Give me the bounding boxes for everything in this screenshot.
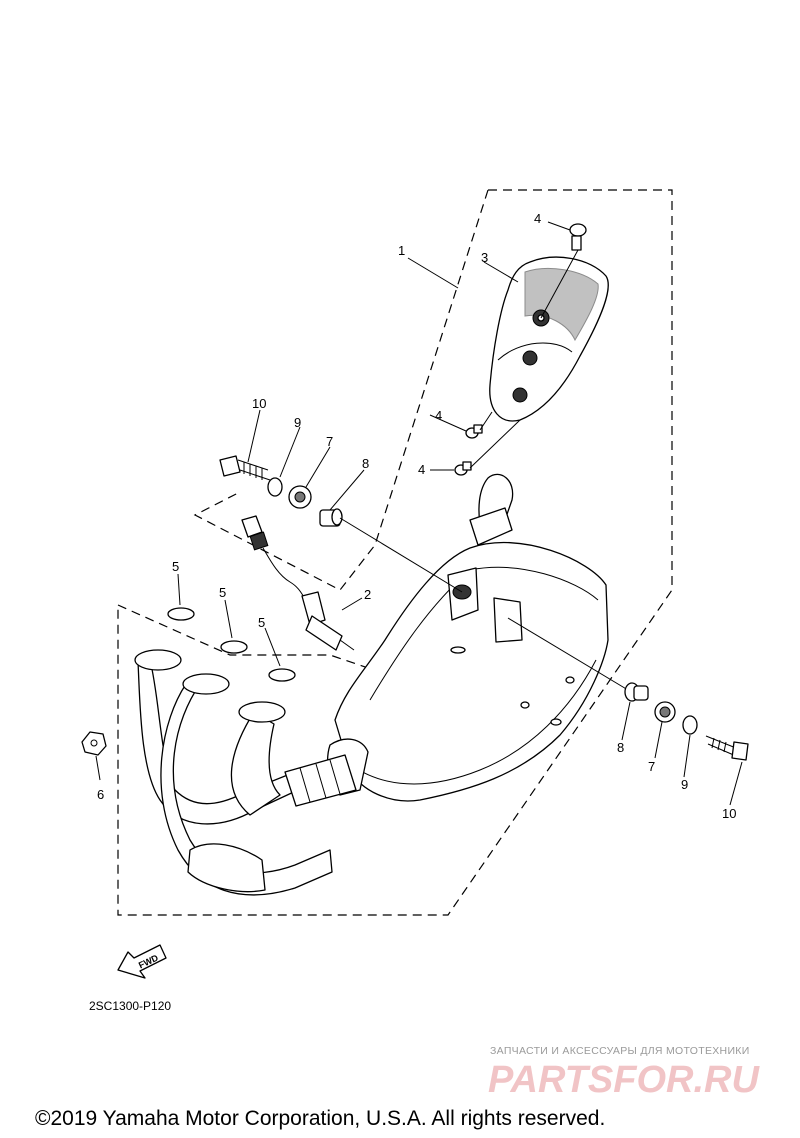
gasket-group-boundary [117, 604, 381, 673]
muffler [327, 473, 609, 802]
exhaust-header-pipes [134, 649, 357, 896]
callout-2: 2 [364, 587, 371, 602]
copyright-notice: ©2019 Yamaha Motor Corporation, U.S.A. A… [35, 1107, 605, 1130]
washer-right [682, 715, 698, 735]
callout-4-top: 4 [534, 211, 541, 226]
screw-lower [454, 461, 472, 476]
assembly-line-right [507, 617, 629, 691]
callout-10-right: 10 [722, 806, 736, 821]
callout-9-left: 9 [294, 415, 301, 430]
diagram-code: 2SC1300-P120 [89, 999, 171, 1013]
washer-left [267, 477, 283, 497]
oxygen-sensor [241, 515, 355, 651]
callout-6: 6 [97, 787, 104, 802]
callout-8-left: 8 [362, 456, 369, 471]
watermark-logo: PARTSFOR.RU [488, 1059, 760, 1101]
callout-9-right: 9 [681, 777, 688, 792]
callout-5-first: 5 [172, 559, 179, 574]
screw-middle [465, 424, 483, 439]
callout-5-second: 5 [219, 585, 226, 600]
callout-1: 1 [398, 243, 405, 258]
damper-left [288, 485, 312, 509]
collar-right [624, 682, 649, 702]
gasket-3 [268, 668, 296, 682]
bolt-right [705, 735, 749, 761]
leader-lines [95, 221, 743, 806]
collar-left [319, 508, 343, 527]
callout-3: 3 [481, 250, 488, 265]
callout-5-third: 5 [258, 615, 265, 630]
callout-7-right: 7 [648, 759, 655, 774]
damper-right [654, 701, 676, 723]
screw-top [569, 223, 587, 251]
assembly-line-left [339, 517, 463, 593]
watermark-tagline: ЗАПЧАСТИ И АКСЕССУАРЫ ДЛЯ МОТОТЕХНИКИ [490, 1045, 750, 1057]
flange-nut [81, 731, 107, 756]
bolt-left [219, 455, 271, 481]
callout-4-lower: 4 [418, 462, 425, 477]
callout-8-right: 8 [617, 740, 624, 755]
muffler-group-boundary [117, 189, 673, 916]
gasket-1 [167, 607, 195, 621]
callout-7-left: 7 [326, 434, 333, 449]
callout-4-middle: 4 [435, 408, 442, 423]
gasket-2 [220, 640, 248, 654]
heat-protector [489, 256, 609, 422]
callout-10-left: 10 [252, 396, 266, 411]
sensor-group-boundary [193, 189, 489, 591]
forward-direction-arrow: FWD [117, 944, 167, 979]
